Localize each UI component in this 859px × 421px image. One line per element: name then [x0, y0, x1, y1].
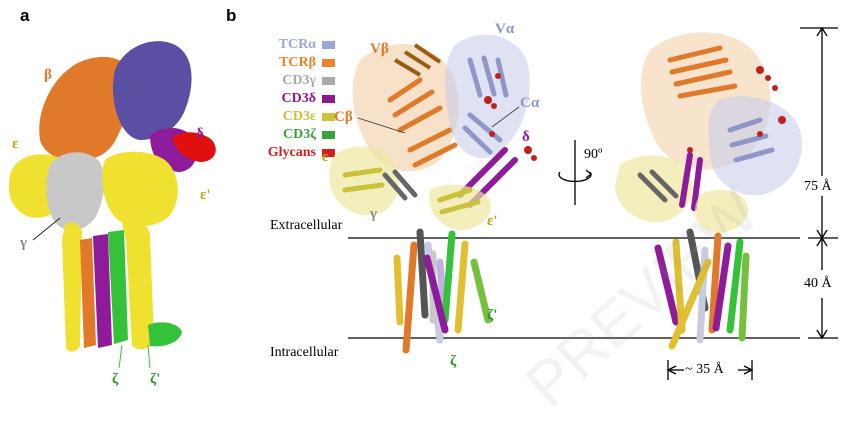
legend-label: TCRα [278, 37, 316, 52]
panel-a-label-gamma: γ [20, 235, 28, 251]
density-glycan [172, 132, 216, 162]
legend-item-tcr-alpha: TCRα [238, 37, 335, 53]
intracellular-label: Intracellular [270, 345, 339, 360]
legend-item-cd3-delta: CD3δ [238, 91, 335, 107]
legend-label: TCRβ [279, 55, 316, 70]
panel-b-label-zeta-prime: ζ' [487, 307, 498, 323]
density-tcr-beta [39, 56, 136, 161]
legend-label: CD3δ [281, 91, 317, 106]
panel-a-label-epsilon-prime: ε' [200, 187, 211, 203]
panel-b-label-epsilon-prime: ε' [487, 213, 498, 229]
panel-b-label-epsilon: ε [322, 149, 329, 165]
density-tm-beta [80, 238, 96, 348]
rotation-label: 90º [584, 147, 603, 162]
density-tm-zeta [108, 230, 128, 344]
legend-item-cd3-gamma: CD3γ [238, 73, 335, 89]
legend-swatch [322, 59, 335, 67]
density-tm-alpha [93, 234, 112, 348]
legend-swatch [322, 77, 335, 85]
panel-b-label-delta: δ [522, 129, 530, 145]
panel-b-label-gamma: γ [370, 206, 378, 222]
panel-a-label-delta: δ [196, 126, 204, 142]
density-cd3-epsilon-prime [102, 151, 178, 227]
legend-item-glycans: Glycans [238, 145, 335, 161]
panel-b-label-cbeta: Cβ [334, 109, 353, 125]
panel-a-label-zeta-prime: ζ' [150, 371, 161, 387]
panel-b-label-vbeta: Vβ [370, 41, 389, 57]
panel-a-letter: a [20, 6, 30, 25]
density-tm-epsilon-prime [122, 220, 154, 350]
side-view-model [615, 32, 802, 350]
panel-b-letter: b [226, 6, 237, 25]
legend-item-cd3-zeta: CD3ζ [238, 127, 335, 143]
panel-a-label-epsilon: ε [12, 136, 19, 152]
panel-a-label-beta: β [44, 67, 52, 83]
legend-label: CD3ε [282, 109, 316, 124]
legend-item-cd3-epsilon: CD3ε [238, 109, 335, 125]
panel-a-density-map [8, 41, 216, 369]
panel-b-ribbon-models [329, 26, 838, 380]
legend-label: Glycans [267, 145, 316, 160]
width-dimension [666, 360, 754, 380]
density-tm-zeta-prime [148, 322, 182, 347]
height-75-label: 75 Å [804, 179, 832, 194]
legend-swatch [322, 95, 335, 103]
legend-swatch [322, 131, 335, 139]
front-view-model [329, 34, 537, 354]
rotation-arrow-icon [558, 140, 593, 205]
panel-b-label-zeta: ζ [450, 353, 457, 369]
legend-swatch [322, 41, 335, 49]
panel-a-label-alpha: α [176, 49, 185, 65]
density-cd3-gamma [46, 152, 105, 231]
legend-item-tcr-beta: TCRβ [238, 55, 335, 71]
height-dimension [800, 26, 838, 340]
panel-b-label-valpha: Vα [495, 21, 515, 37]
extracellular-label: Extracellular [270, 218, 343, 233]
legend-swatch [322, 113, 335, 121]
height-40-label: 40 Å [804, 276, 832, 291]
gamma-pointer-line [32, 217, 61, 241]
panel-b-label-calpha: Cα [520, 95, 540, 111]
legend-swatch [322, 149, 335, 157]
density-tm-epsilon [62, 222, 82, 352]
density-tcr-alpha [112, 41, 192, 140]
panel-a-label-zeta: ζ [112, 371, 119, 387]
legend-label: CD3γ [282, 73, 316, 88]
legend-label: CD3ζ [282, 127, 316, 142]
width-35-label: ~ 35 Å [685, 362, 724, 377]
